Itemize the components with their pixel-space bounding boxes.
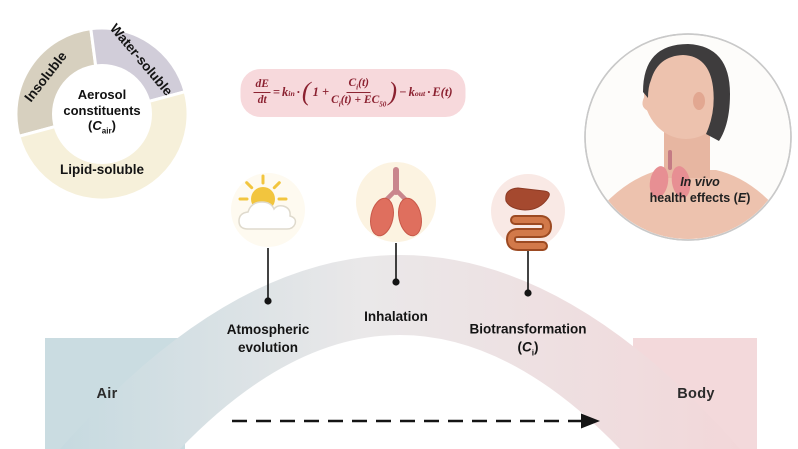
aerosol-pie-chart (14, 26, 190, 202)
pie-center-hole (52, 64, 152, 164)
minus-sign: − (399, 85, 407, 100)
person-nose (642, 94, 659, 113)
pie-label-lipid-soluble: Lipid-soluble (60, 162, 144, 177)
saturation-fraction: Ci(t) Ci(t) + EC50 (331, 77, 387, 109)
cloud-shape (238, 201, 297, 230)
bronchi (384, 187, 408, 202)
dot-biotransformation (524, 289, 532, 297)
sun-cloud-icon (231, 173, 305, 247)
stage-label-atmospheric-evolution: Atmospheric evolution (226, 322, 310, 355)
intestine-fill (507, 217, 551, 249)
equals-sign: = (272, 85, 281, 100)
right-paren: ) (388, 76, 398, 106)
person-hair (643, 44, 730, 141)
person-ear (693, 92, 705, 110)
stage-label-biotransformation: Biotransformation (Ci) (469, 321, 586, 362)
stage-connector-dots (264, 278, 532, 305)
person-illustration (584, 33, 792, 241)
pie-center-symbol: (Cair) (88, 117, 116, 136)
chest-right-lung (671, 166, 691, 198)
pie-center-line2: constituents (63, 102, 141, 118)
body-label: Body (677, 386, 715, 402)
person-head (644, 47, 728, 139)
left-paren: ( (301, 76, 311, 106)
pie-center-label: Aerosol constituents (Cair) (63, 87, 140, 139)
left-lung (370, 197, 394, 237)
dot-inhalation (392, 278, 400, 286)
ci-symbol: (Ci) (517, 339, 539, 358)
flow-arrow-head (581, 413, 600, 429)
health-effects-text: health effects (E) (649, 191, 751, 205)
air-label: Air (96, 386, 118, 402)
stage-connectors (267, 243, 529, 298)
in-vivo-text: In vivo (680, 175, 720, 189)
E-term: E(t) (432, 85, 453, 100)
liver-shape (505, 187, 550, 211)
pie-center-line1: Aerosol (77, 86, 127, 102)
one-plus: 1 + (312, 85, 330, 100)
dEdt-fraction: dE dt (253, 78, 271, 107)
dot-operator-2: · (427, 85, 431, 100)
right-lung (398, 197, 422, 237)
dot-atmospheric (264, 297, 272, 305)
health-effects-label: In vivo health effects (E) (650, 174, 751, 206)
dot-operator: · (296, 85, 300, 100)
flow-arrow (232, 413, 600, 429)
flow-arc-band (60, 255, 740, 449)
liver-intestine-icon (491, 174, 565, 251)
chest-left-lung (649, 166, 669, 198)
person-circle-border (584, 33, 792, 241)
stage-label-inhalation: Inhalation (364, 309, 428, 324)
lungs-icon (356, 162, 436, 242)
